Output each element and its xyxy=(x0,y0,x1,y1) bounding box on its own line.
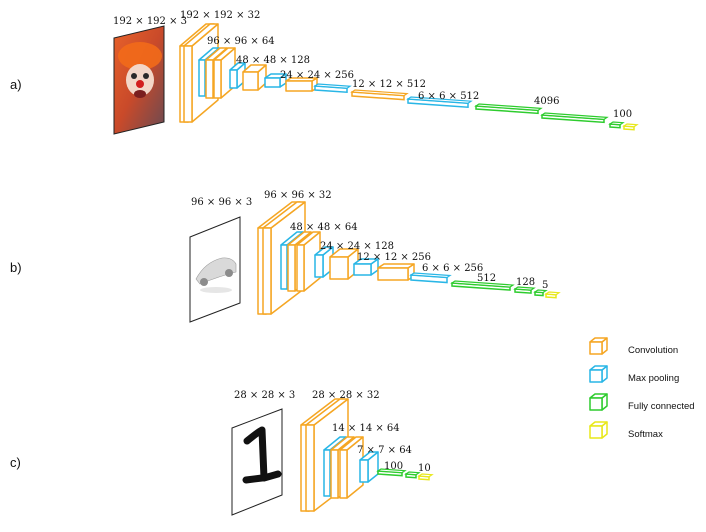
convolution-legend-icon xyxy=(590,338,607,354)
max-pooling-legend-icon xyxy=(590,366,607,382)
row-a-conv5 xyxy=(352,90,407,100)
row-a-layer-1-size: 192 × 192 × 32 xyxy=(180,10,260,21)
row-a-fc1 xyxy=(476,104,541,113)
row-a-layer-4-size: 24 × 24 × 256 xyxy=(280,70,354,81)
row-a-input-image xyxy=(114,26,164,134)
row-b-layer-8-size: 5 xyxy=(542,280,548,291)
row-c-layer-2-size: 14 × 14 × 64 xyxy=(332,423,400,434)
row-a-conv3 xyxy=(243,65,266,90)
row-b-input-size: 96 × 96 × 3 xyxy=(191,197,252,208)
row-c-input-image xyxy=(232,409,282,515)
row-b-layer-5-size: 6 × 6 × 256 xyxy=(422,263,483,274)
row-b-layer-7-size: 128 xyxy=(516,277,535,288)
row-a-layer-7-size: 4096 xyxy=(534,96,559,107)
row-b-layer-3-size: 24 × 24 × 128 xyxy=(320,241,394,252)
row-b-layer-6-size: 512 xyxy=(477,273,496,284)
row-c-label: c) xyxy=(10,455,21,470)
row-a-layer-5-size: 12 × 12 × 512 xyxy=(352,79,426,90)
legend-max-pooling-label: Max pooling xyxy=(628,373,679,384)
row-a-softmax xyxy=(624,124,637,130)
row-a-fc2 xyxy=(542,113,607,122)
row-a-layer-6-size: 6 × 6 × 512 xyxy=(418,91,479,102)
row-a-fc3 xyxy=(610,122,623,128)
row-b-layer-1-size: 96 × 96 × 32 xyxy=(264,190,332,201)
softmax-legend-icon xyxy=(590,422,607,438)
legend-icon-pool-cube xyxy=(590,366,607,382)
row-b-conv4 xyxy=(378,264,414,280)
row-b-layer-2-size: 48 × 48 × 64 xyxy=(290,222,358,233)
row-a-layer-2-size: 96 × 96 × 64 xyxy=(207,36,275,47)
row-c-input-size: 28 × 28 × 3 xyxy=(234,390,295,401)
row-b-label: b) xyxy=(10,260,22,275)
row-a-input-size: 192 × 192 × 3 xyxy=(113,16,187,27)
legend-icon-conv-cube xyxy=(590,338,607,354)
row-c-softmax xyxy=(419,474,432,480)
fully-connected-legend-icon xyxy=(590,394,607,410)
legend-icon-fc-cube xyxy=(590,394,607,410)
row-b-softmax xyxy=(546,292,559,298)
legend: Convolution Max pooling Fully connected … xyxy=(590,338,695,440)
legend-fully-connected-label: Fully connected xyxy=(628,401,695,412)
legend-softmax-label: Softmax xyxy=(628,429,663,440)
row-b-input-image xyxy=(190,217,240,322)
row-c-layer-3-size: 7 × 7 × 64 xyxy=(357,445,412,456)
legend-icon-soft-cube xyxy=(590,422,607,438)
row-a-layer-3-size: 48 × 48 × 128 xyxy=(236,55,310,66)
row-c-layer-4-size: 100 xyxy=(384,461,403,472)
legend-convolution-label: Convolution xyxy=(628,345,678,356)
row-b-pool4 xyxy=(411,273,450,283)
row-a-label: a) xyxy=(10,77,22,92)
row-c-layer-5-size: 10 xyxy=(418,463,431,474)
row-a-pool4 xyxy=(315,84,350,92)
row-b-layer-4-size: 12 × 12 × 256 xyxy=(357,252,431,263)
row-a-layer-8-size: 100 xyxy=(613,109,632,120)
row-c-layer-1-size: 28 × 28 × 32 xyxy=(312,390,380,401)
